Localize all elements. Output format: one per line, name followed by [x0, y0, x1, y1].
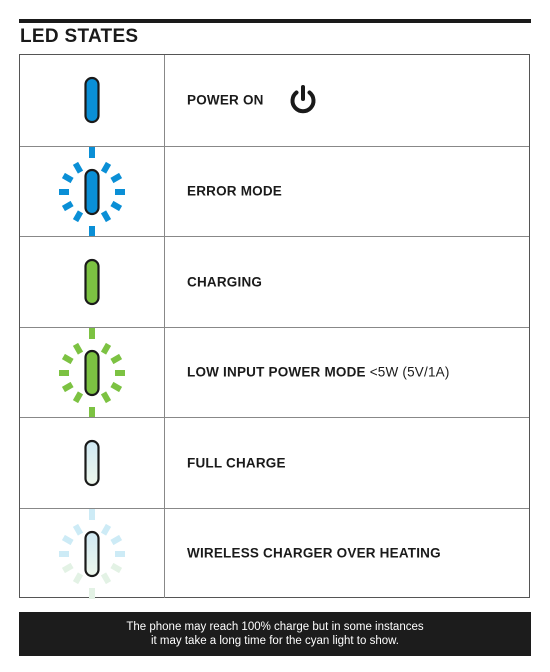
label-cell: CHARGING [165, 237, 529, 327]
led-cell [20, 418, 165, 508]
footer-line-1: The phone may reach 100% charge but in s… [126, 621, 424, 633]
led-glow-ray [110, 381, 123, 392]
label-cell: WIRELESS CHARGER OVER HEATING [165, 509, 529, 599]
state-label: CHARGING [187, 274, 262, 289]
state-label: POWER ON [187, 93, 264, 108]
led-cell [20, 146, 165, 237]
led-glow-ray [72, 209, 84, 222]
led-indicator-error-mode [59, 146, 125, 237]
led-light [84, 168, 100, 215]
led-glow-ray [72, 571, 84, 584]
table-row-over-heating: WIRELESS CHARGER OVER HEATING [20, 507, 529, 599]
led-light [84, 349, 100, 396]
page-title: LED STATES [20, 26, 139, 47]
state-label-main: CHARGING [187, 274, 263, 290]
label-cell: ERROR MODE [165, 147, 529, 237]
state-label-main: FULL CHARGE [187, 455, 286, 471]
led-cell [20, 237, 165, 327]
table-row-error-mode: ERROR MODE [20, 145, 529, 237]
led-glow-ray [72, 161, 84, 174]
state-label-main: LOW INPUT POWER MODE [187, 364, 366, 380]
state-label-main: POWER ON [187, 92, 264, 108]
footer-line-2: it may take a long time for the cyan lig… [150, 635, 399, 647]
led-glow-ray [110, 353, 123, 364]
led-indicator-full-charge [84, 439, 100, 487]
led-glow-ray [72, 390, 84, 403]
led-light [84, 76, 100, 124]
led-light [84, 258, 100, 306]
table-row-low-input-power-mode: LOW INPUT POWER MODE <5W (5V/1A) [20, 326, 529, 418]
led-glow-ray [100, 571, 112, 584]
led-glow-ray [72, 523, 84, 536]
led-glow-ray [61, 534, 74, 545]
state-label-main: ERROR MODE [187, 183, 283, 199]
led-glow-ray [100, 390, 112, 403]
led-glow-ray [72, 342, 84, 355]
led-indicator-power-on [84, 76, 100, 124]
table-row-charging: CHARGING [20, 236, 529, 327]
led-glow-ray [61, 200, 74, 211]
state-label: LOW INPUT POWER MODE <5W (5V/1A) [187, 365, 450, 380]
label-cell: FULL CHARGE [165, 418, 529, 508]
led-glow-ray [100, 161, 112, 174]
state-label-detail: <5W (5V/1A) [365, 364, 450, 380]
power-icon [290, 85, 316, 114]
led-glow-ray [110, 562, 123, 573]
led-indicator-over-heating [59, 508, 125, 599]
led-glow-ray [61, 172, 74, 183]
led-light [84, 439, 100, 487]
led-glow-ray [100, 342, 112, 355]
led-glow-ray [110, 172, 123, 183]
led-cell [20, 327, 165, 418]
led-light [84, 530, 100, 577]
led-glow-ray [61, 353, 74, 364]
state-label-main: WIRELESS CHARGER OVER HEATING [187, 545, 441, 561]
footer-note: The phone may reach 100% charge but in s… [19, 612, 531, 656]
state-label: WIRELESS CHARGER OVER HEATING [187, 546, 441, 561]
led-indicator-low-input-power [59, 327, 125, 418]
label-cell: LOW INPUT POWER MODE <5W (5V/1A) [165, 328, 529, 418]
state-label: ERROR MODE [187, 184, 282, 199]
led-states-table: POWER ON ERROR MODE CHARGING [19, 54, 530, 599]
led-glow-ray [110, 200, 123, 211]
table-row-power-on: POWER ON [20, 55, 529, 146]
led-glow-ray [100, 523, 112, 536]
state-label: FULL CHARGE [187, 455, 286, 470]
led-glow-ray [61, 562, 74, 573]
led-cell [20, 55, 165, 146]
top-rule [19, 19, 531, 23]
led-glow-ray [61, 381, 74, 392]
led-glow-ray [110, 534, 123, 545]
led-glow-ray [100, 209, 112, 222]
label-cell: POWER ON [165, 55, 529, 146]
table-row-full-charge: FULL CHARGE [20, 417, 529, 508]
led-cell [20, 508, 165, 599]
led-indicator-charging [84, 258, 100, 306]
